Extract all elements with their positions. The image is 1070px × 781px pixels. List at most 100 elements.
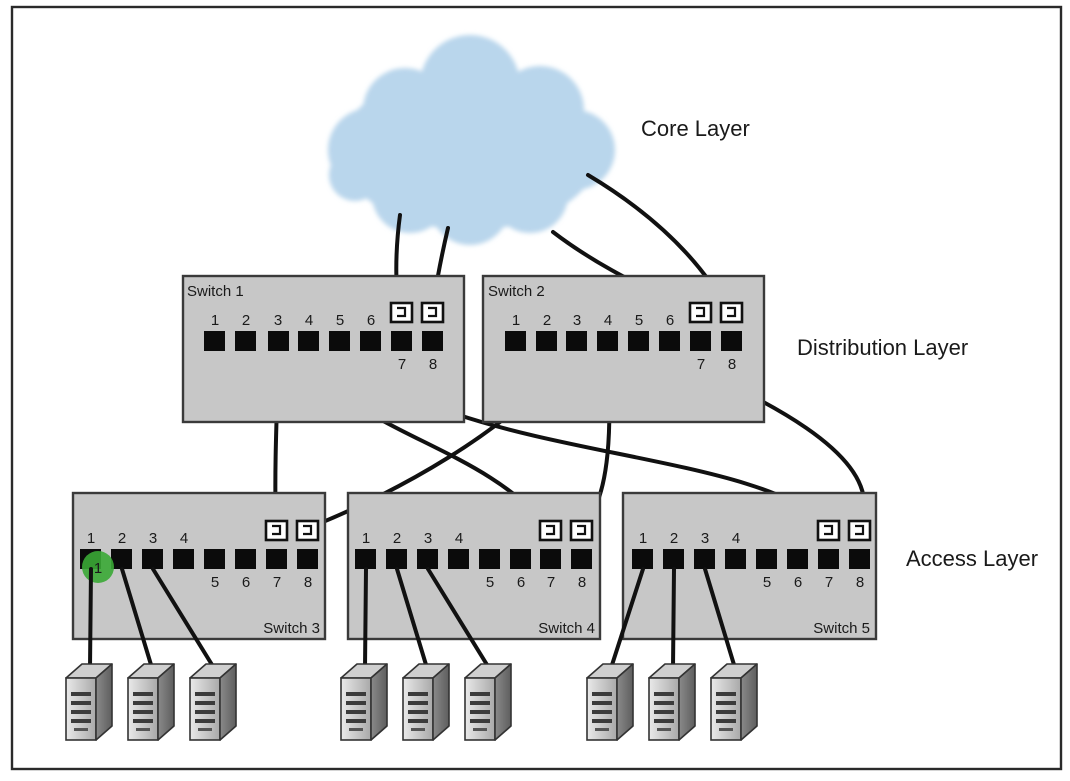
port-number: 7 (825, 574, 833, 591)
port-number: 1 (639, 530, 647, 547)
port-number: 7 (697, 356, 705, 373)
uplink-port-inner (824, 524, 834, 536)
server-icon (648, 663, 696, 741)
port (571, 549, 592, 569)
port-number: 2 (118, 530, 126, 547)
port-number: 4 (732, 530, 740, 547)
port (173, 549, 194, 569)
switch-1-ports (204, 301, 445, 351)
port (386, 549, 407, 569)
port (628, 331, 649, 351)
port-number: 2 (670, 530, 678, 547)
port-number: 4 (604, 312, 612, 329)
port-number: 6 (367, 312, 375, 329)
uplink-port (420, 301, 445, 324)
port-number: 8 (429, 356, 437, 373)
switch-5-ports (632, 519, 872, 569)
uplink-port-inner (428, 306, 438, 318)
port-number: 4 (305, 312, 313, 329)
uplink-port (569, 519, 594, 542)
cable-host (609, 567, 645, 670)
switch-1-port-numbers: 1 2 3 4 5 6 7 8 (211, 312, 437, 373)
switch-2 (481, 274, 766, 424)
port (235, 549, 256, 569)
host-cables (88, 567, 737, 670)
server-icon (340, 663, 388, 741)
port-number: 7 (547, 574, 555, 591)
port (849, 549, 870, 569)
port (204, 549, 225, 569)
port-number: 5 (763, 574, 771, 591)
uplink-port-inner (546, 524, 556, 536)
port-number: 1 (87, 530, 95, 547)
uplink-port-inner (303, 524, 313, 536)
server-icon (189, 663, 237, 741)
port-number: 4 (180, 530, 188, 547)
port-number: 4 (455, 530, 463, 547)
port (540, 549, 561, 569)
port (756, 549, 777, 569)
port-number: 2 (393, 530, 401, 547)
uplink-port-inner (397, 306, 407, 318)
port (690, 331, 711, 351)
cable-host (151, 567, 216, 670)
uplink-port-inner (727, 306, 737, 318)
port (597, 331, 618, 351)
uplink-port (264, 519, 289, 542)
port (818, 549, 839, 569)
uplink-port (538, 519, 563, 542)
port (632, 549, 653, 569)
cable-host (363, 567, 368, 670)
port (566, 331, 587, 351)
port (505, 331, 526, 351)
servers (65, 663, 758, 741)
uplink-port (719, 301, 744, 324)
server-icon (402, 663, 450, 741)
port (355, 549, 376, 569)
switch-1-label: Switch 1 (187, 283, 244, 300)
access-layer-label: Access Layer (906, 546, 1038, 571)
cable-host (395, 567, 429, 670)
switch-5-label: Switch 5 (813, 620, 870, 637)
uplink-port (688, 301, 713, 324)
uplink-port-inner (696, 306, 706, 318)
port-number: 3 (424, 530, 432, 547)
highlight-marker[interactable]: 1 (82, 551, 114, 583)
switch-4-label: Switch 4 (538, 620, 595, 637)
cable-host (88, 567, 93, 670)
server-icon (710, 663, 758, 741)
port (725, 549, 746, 569)
port (694, 549, 715, 569)
switch-4-ports (355, 519, 594, 569)
port-number: 6 (242, 574, 250, 591)
cable-host (671, 567, 676, 670)
switch-4 (346, 491, 602, 641)
server-icon (586, 663, 634, 741)
port-number: 7 (398, 356, 406, 373)
port (298, 331, 319, 351)
port (268, 331, 289, 351)
port (111, 549, 132, 569)
distribution-layer-label: Distribution Layer (797, 335, 968, 360)
switch-3-port-numbers: 1 2 3 4 5 6 7 8 (87, 530, 312, 591)
port-number: 6 (666, 312, 674, 329)
port (297, 549, 318, 569)
port-number: 1 (362, 530, 370, 547)
highlight-marker-label: 1 (94, 560, 102, 577)
port-number: 8 (578, 574, 586, 591)
switch-3-label: Switch 3 (263, 620, 320, 637)
switch-2-label: Switch 2 (488, 283, 545, 300)
port (422, 331, 443, 351)
port-number: 2 (543, 312, 551, 329)
server-icon (65, 663, 113, 741)
port (266, 549, 287, 569)
port (663, 549, 684, 569)
port-number: 3 (274, 312, 282, 329)
core-cloud-icon (328, 35, 615, 245)
port-number: 8 (304, 574, 312, 591)
uplink-port-inner (577, 524, 587, 536)
port-number: 5 (211, 574, 219, 591)
port (142, 549, 163, 569)
diagram-frame (10, 5, 1063, 771)
